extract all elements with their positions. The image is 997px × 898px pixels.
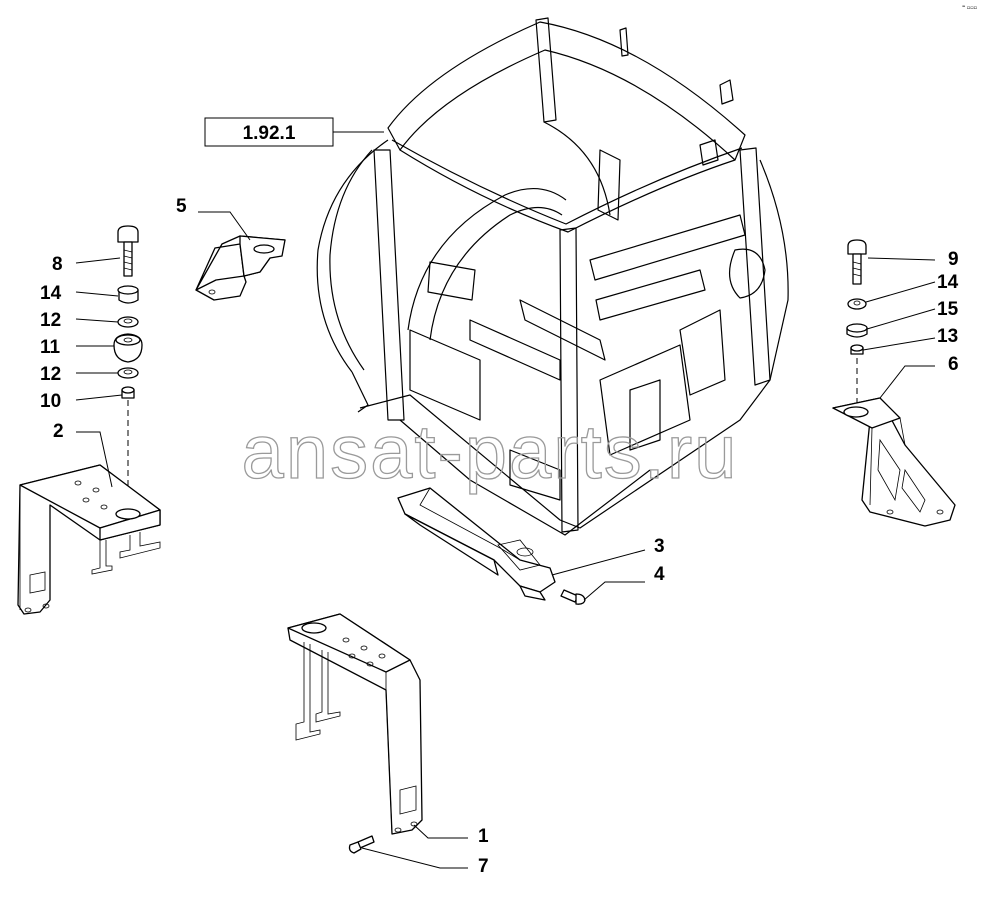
callout-12-upper: 12	[40, 310, 61, 331]
callout-13: 13	[937, 326, 958, 347]
callout-5: 5	[176, 196, 187, 217]
callout-14-right: 14	[937, 272, 959, 293]
bracket-part-2	[17, 464, 161, 615]
callout-7: 7	[478, 856, 489, 877]
callout-12-lower: 12	[40, 364, 61, 385]
hardware-stack-right	[846, 239, 868, 410]
cab-frame	[316, 17, 789, 536]
callout-8: 8	[52, 254, 63, 275]
callout-11: 11	[40, 337, 61, 358]
callout-9: 9	[948, 249, 959, 270]
callout-15: 15	[937, 299, 959, 320]
callout-14-left: 14	[40, 283, 62, 304]
bracket-part-1	[287, 613, 423, 835]
bracket-part-6	[832, 397, 956, 527]
bolt-part-4	[560, 589, 586, 605]
reference-box: 1.92.1	[204, 117, 384, 147]
callout-1: 1	[478, 826, 489, 847]
callouts: 5 8 14 12 11 12 10 2 9 14 15 13 6 3 4 1 …	[40, 196, 959, 877]
callout-3: 3	[654, 536, 665, 557]
reference-label: 1.92.1	[243, 123, 296, 144]
bracket-part-5	[195, 235, 286, 301]
beam-part-3	[397, 487, 556, 601]
hardware-stack-left	[113, 225, 143, 510]
callout-2: 2	[53, 421, 64, 442]
leader-lines	[75, 211, 936, 869]
callout-10: 10	[40, 391, 61, 412]
callout-6: 6	[948, 354, 959, 375]
bolt-part-7	[348, 835, 375, 854]
corner-mark: ꟹ ▫▫▫	[962, 5, 977, 11]
callout-4: 4	[654, 564, 665, 585]
watermark: ansat-parts.ru	[242, 410, 739, 495]
